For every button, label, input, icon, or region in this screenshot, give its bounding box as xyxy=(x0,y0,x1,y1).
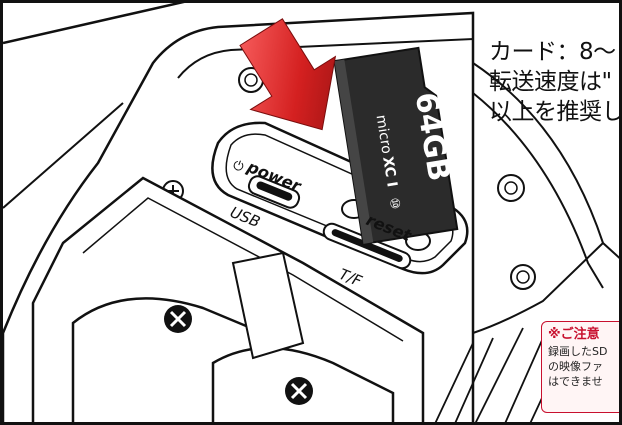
instruction-line-1: カード：8～ xyxy=(489,39,616,65)
insert-arrow-icon xyxy=(239,18,337,131)
screw-hole xyxy=(510,264,536,290)
hatch-lines xyxy=(434,327,564,422)
sd-type-text: XC I xyxy=(379,156,400,189)
battery-screw-icon xyxy=(164,305,192,333)
screw-hole xyxy=(497,174,525,202)
caution-line-3: はできませ xyxy=(548,375,603,388)
caution-line-2: の映像ファ xyxy=(548,360,603,373)
caution-title: ※ご注意 xyxy=(548,327,600,342)
battery-screw-icon xyxy=(285,377,313,405)
instruction-line-2: 転送速度は" xyxy=(489,69,612,95)
instruction-line-3: 以上を推奨し xyxy=(489,99,622,125)
case-outline xyxy=(3,3,185,45)
sd-brand-text: micro xyxy=(373,114,395,155)
case-edge-left xyxy=(3,102,124,209)
case-right-edge-2 xyxy=(472,92,604,289)
instruction-text: カード：8～ 転送速度は" 以上を推奨し xyxy=(489,37,622,127)
case-right-edge xyxy=(472,62,619,259)
back-panel-inner xyxy=(177,37,604,335)
caution-notice: ※ご注意 録画したSD の映像ファ はできませ xyxy=(541,321,619,413)
port-recess-inner xyxy=(225,133,454,263)
device-illustration: 64GB micro XC I ⑩ ⏻ power USB reset T/F xyxy=(3,3,619,422)
sd-speed-text: ⑩ xyxy=(386,197,403,211)
caution-line-1: 録画したSD xyxy=(548,345,608,358)
sd-card: 64GB micro XC I ⑩ xyxy=(333,46,459,246)
